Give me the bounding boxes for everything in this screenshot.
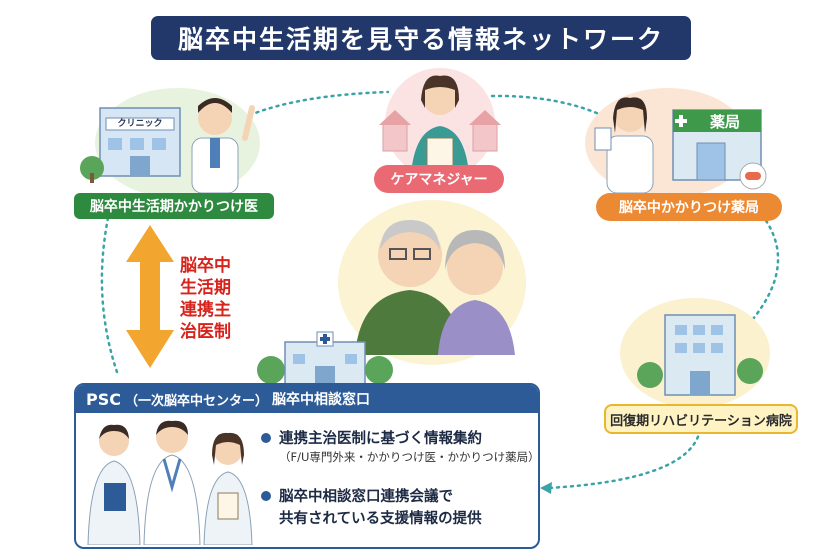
psc-staff-illustration	[87, 420, 253, 545]
page-title: 脳卒中生活期を見守る情報ネットワーク	[151, 16, 691, 60]
bullet-1-text: 連携主治医制に基づく情報集約	[279, 431, 482, 447]
link-double-arrow	[126, 225, 174, 368]
dotted-path-top-left	[248, 90, 390, 117]
link-label-line-4: 治医制	[180, 322, 231, 342]
psc-header-rest: 脳卒中相談窓口	[272, 392, 371, 408]
link-label: 脳卒中 生活期 連携主 治医制	[180, 255, 240, 343]
rehab-label: 回復期リハビリテーション病院	[604, 404, 798, 434]
dotted-path-right	[746, 213, 780, 327]
clinic-sign: クリニック	[117, 119, 163, 129]
pharmacy-illustration	[594, 97, 767, 194]
rehab-illustration	[637, 314, 763, 396]
psc-header-paren: （一次脳卒中センター）	[125, 393, 269, 409]
bullet-2-line-1: 脳卒中相談窓口連携会議で	[279, 489, 453, 505]
bullet-1-subtext: （F/U専門外来・かかりつけ医・かかりつけ薬局）	[279, 450, 540, 464]
care-manager-illustration	[379, 75, 501, 174]
care-manager-label: ケアマネジャー	[374, 165, 504, 193]
psc-hospital-illustration	[257, 331, 393, 388]
dotted-path-bottom-right	[546, 428, 702, 490]
dotted-arrowhead	[540, 482, 552, 494]
patients-illustration	[355, 220, 515, 355]
psc-panel: PSC （一次脳卒中センター） 脳卒中相談窓口 連携主治医制に基づく情報集約 （…	[74, 383, 540, 549]
bullet-1-dot	[261, 433, 271, 443]
dotted-path-left	[100, 216, 120, 377]
psc-header-main: PSC	[86, 389, 121, 409]
pharmacy-sign: 薬局	[710, 113, 741, 131]
link-label-line-3: 連携主	[180, 300, 231, 320]
bullet-2-dot	[261, 491, 271, 501]
psc-header: PSC （一次脳卒中センター） 脳卒中相談窓口	[76, 385, 538, 413]
clinic-label: 脳卒中生活期かかりつけ医	[74, 193, 274, 219]
link-label-line-2: 生活期	[180, 278, 231, 298]
link-label-line-1: 脳卒中	[180, 256, 231, 276]
pharmacy-label: 脳卒中かかりつけ薬局	[596, 193, 782, 221]
clinic-illustration	[80, 98, 255, 194]
bullet-2-line-2: 共有されている支援情報の提供	[279, 511, 482, 527]
